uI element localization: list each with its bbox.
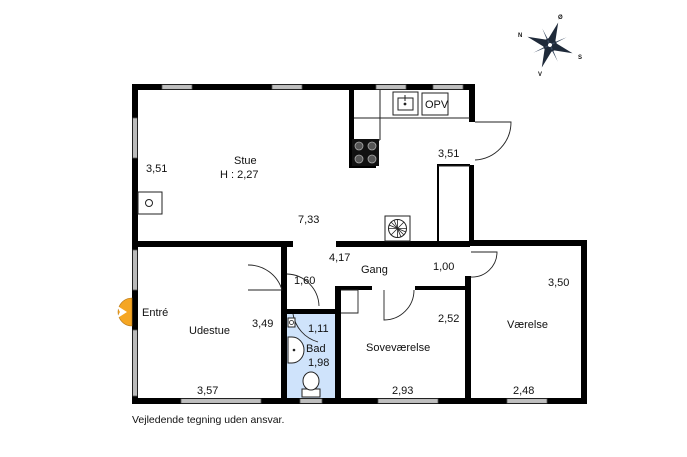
room-labels: Stue H : 2,27 Gang Entré Udestue Bad Sov… xyxy=(142,155,548,355)
dim-bad-bottom: 1,98 xyxy=(308,357,329,369)
toilet-icon xyxy=(301,371,321,398)
compass-n: N xyxy=(518,33,522,39)
compass-s: S xyxy=(578,55,582,61)
dim-vaerelse-bottom: 2,48 xyxy=(513,385,534,397)
dim-hall-small: 1,60 xyxy=(294,275,315,287)
room-name-bad: Bad xyxy=(306,343,326,355)
dim-stue-width: 7,33 xyxy=(298,214,319,226)
compass-o: Ø xyxy=(558,15,563,21)
opv-label: OPV xyxy=(425,99,449,111)
shower-icon xyxy=(287,317,296,328)
room-height-stue: H : 2,27 xyxy=(220,169,259,181)
dim-kitchen-right: 3,51 xyxy=(438,148,459,160)
exterior-walls xyxy=(132,84,587,404)
room-name-udestue: Udestue xyxy=(189,325,230,337)
room-name-sovevaerelse: Soveværelse xyxy=(366,342,430,354)
dimension-labels: 3,51 3,51 7,33 4,17 1,00 1,60 3,49 1,11 … xyxy=(146,148,569,397)
disclaimer-caption: Vejledende tegning uden ansvar. xyxy=(132,414,284,426)
compass-rose-icon xyxy=(527,22,573,68)
bathroom-fixtures xyxy=(287,317,321,398)
dim-sove-top: 2,52 xyxy=(438,313,459,325)
dim-stue-left: 3,51 xyxy=(146,163,167,175)
dim-vaerelse-right: 3,50 xyxy=(548,277,569,289)
washbasin-icon xyxy=(287,336,305,364)
compass-v: V xyxy=(538,72,542,78)
windows xyxy=(132,84,548,404)
room-name-gang: Gang xyxy=(361,264,388,276)
opv-box xyxy=(421,92,449,116)
room-name-entre: Entré xyxy=(142,307,168,319)
fireplace-icon xyxy=(137,191,163,215)
room-name-vaerelse: Værelse xyxy=(507,319,548,331)
dim-udestue-right: 3,49 xyxy=(252,318,273,330)
dim-gang-right: 1,00 xyxy=(433,261,454,273)
dim-sove-bottom: 2,93 xyxy=(392,385,413,397)
dim-bad-top: 1,11 xyxy=(308,323,329,335)
room-name-stue: Stue xyxy=(234,155,257,167)
dim-udestue-bottom: 3,57 xyxy=(197,385,218,397)
kitchen-fixtures: OPV xyxy=(352,90,470,242)
entry-marker xyxy=(116,297,133,327)
dim-gang-left: 4,17 xyxy=(329,252,350,264)
